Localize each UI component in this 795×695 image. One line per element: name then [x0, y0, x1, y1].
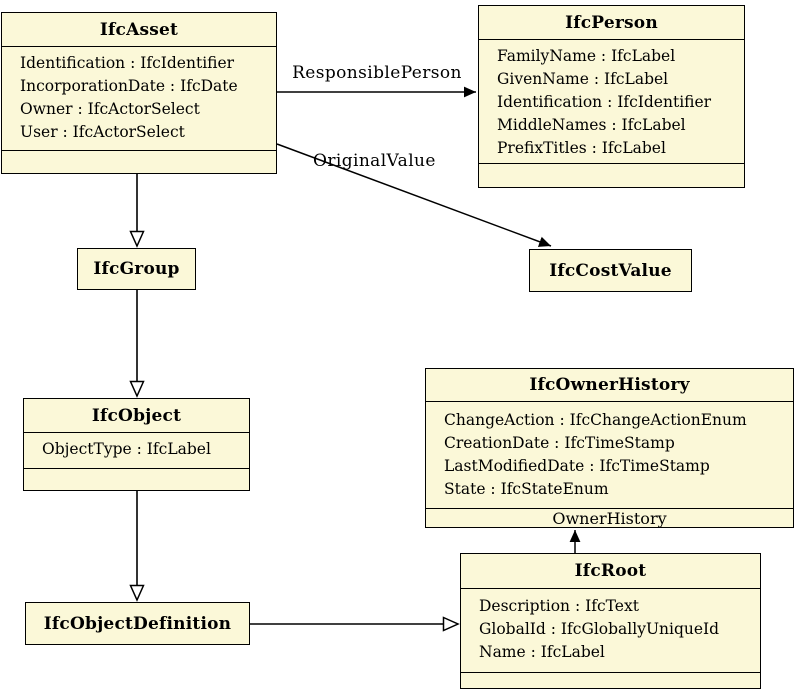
- class-ifcroot: IfcRoot Description : IfcText GlobalId :…: [460, 553, 761, 689]
- attribute: User : IfcActorSelect: [20, 123, 185, 141]
- class-title: IfcObject: [24, 399, 249, 433]
- class-title: IfcRoot: [461, 554, 760, 589]
- attribute: LastModifiedDate : IfcTimeStamp: [444, 457, 710, 475]
- class-title: IfcGroup: [93, 259, 180, 279]
- class-ifcobject: IfcObject ObjectType : IfcLabel: [23, 398, 250, 491]
- class-ifcasset: IfcAsset Identification : IfcIdentifier …: [1, 12, 277, 174]
- attribute: Name : IfcLabel: [479, 643, 605, 661]
- attribute: ChangeAction : IfcChangeActionEnum: [444, 411, 747, 429]
- class-attributes: ObjectType : IfcLabel: [24, 433, 249, 469]
- attribute: ObjectType : IfcLabel: [42, 440, 211, 458]
- class-attributes: Identification : IfcIdentifier Incorpora…: [2, 47, 276, 151]
- class-title: IfcAsset: [2, 13, 276, 47]
- attribute: Owner : IfcActorSelect: [20, 100, 200, 118]
- attribute: MiddleNames : IfcLabel: [497, 116, 686, 134]
- attribute: GivenName : IfcLabel: [497, 70, 669, 88]
- class-footer: [2, 151, 276, 173]
- attribute: Identification : IfcIdentifier: [20, 54, 235, 72]
- attribute: Description : IfcText: [479, 597, 639, 615]
- class-title: IfcPerson: [479, 6, 744, 40]
- class-footer: [461, 673, 760, 688]
- attribute: FamilyName : IfcLabel: [497, 47, 676, 65]
- attribute: CreationDate : IfcTimeStamp: [444, 434, 675, 452]
- attribute: Identification : IfcIdentifier: [497, 93, 712, 111]
- attribute: State : IfcStateEnum: [444, 480, 609, 498]
- class-footer: [24, 469, 249, 490]
- class-attributes: FamilyName : IfcLabel GivenName : IfcLab…: [479, 40, 744, 164]
- edge-label-responsible-person: ResponsiblePerson: [292, 63, 462, 83]
- class-footer: [479, 164, 744, 187]
- class-attributes: ChangeAction : IfcChangeActionEnum Creat…: [426, 402, 793, 509]
- class-title: IfcCostValue: [549, 260, 672, 281]
- class-ifcperson: IfcPerson FamilyName : IfcLabel GivenNam…: [478, 5, 745, 188]
- class-ifcobjectdefinition: IfcObjectDefinition: [25, 602, 250, 645]
- class-title: IfcOwnerHistory: [426, 369, 793, 402]
- class-ifcownerhistory: IfcOwnerHistory ChangeAction : IfcChange…: [425, 368, 794, 528]
- attribute: IncorporationDate : IfcDate: [20, 77, 238, 95]
- class-title: IfcObjectDefinition: [43, 613, 232, 634]
- attribute: PrefixTitles : IfcLabel: [497, 139, 666, 157]
- class-footer-owner-history: OwnerHistory: [552, 509, 667, 528]
- class-ifccostvalue: IfcCostValue: [529, 249, 692, 292]
- class-attributes: Description : IfcText GlobalId : IfcGlob…: [461, 589, 760, 673]
- class-ifcgroup: IfcGroup: [77, 248, 196, 290]
- edge-label-original-value: OriginalValue: [313, 151, 436, 171]
- attribute: GlobalId : IfcGloballyUniqueId: [479, 620, 720, 638]
